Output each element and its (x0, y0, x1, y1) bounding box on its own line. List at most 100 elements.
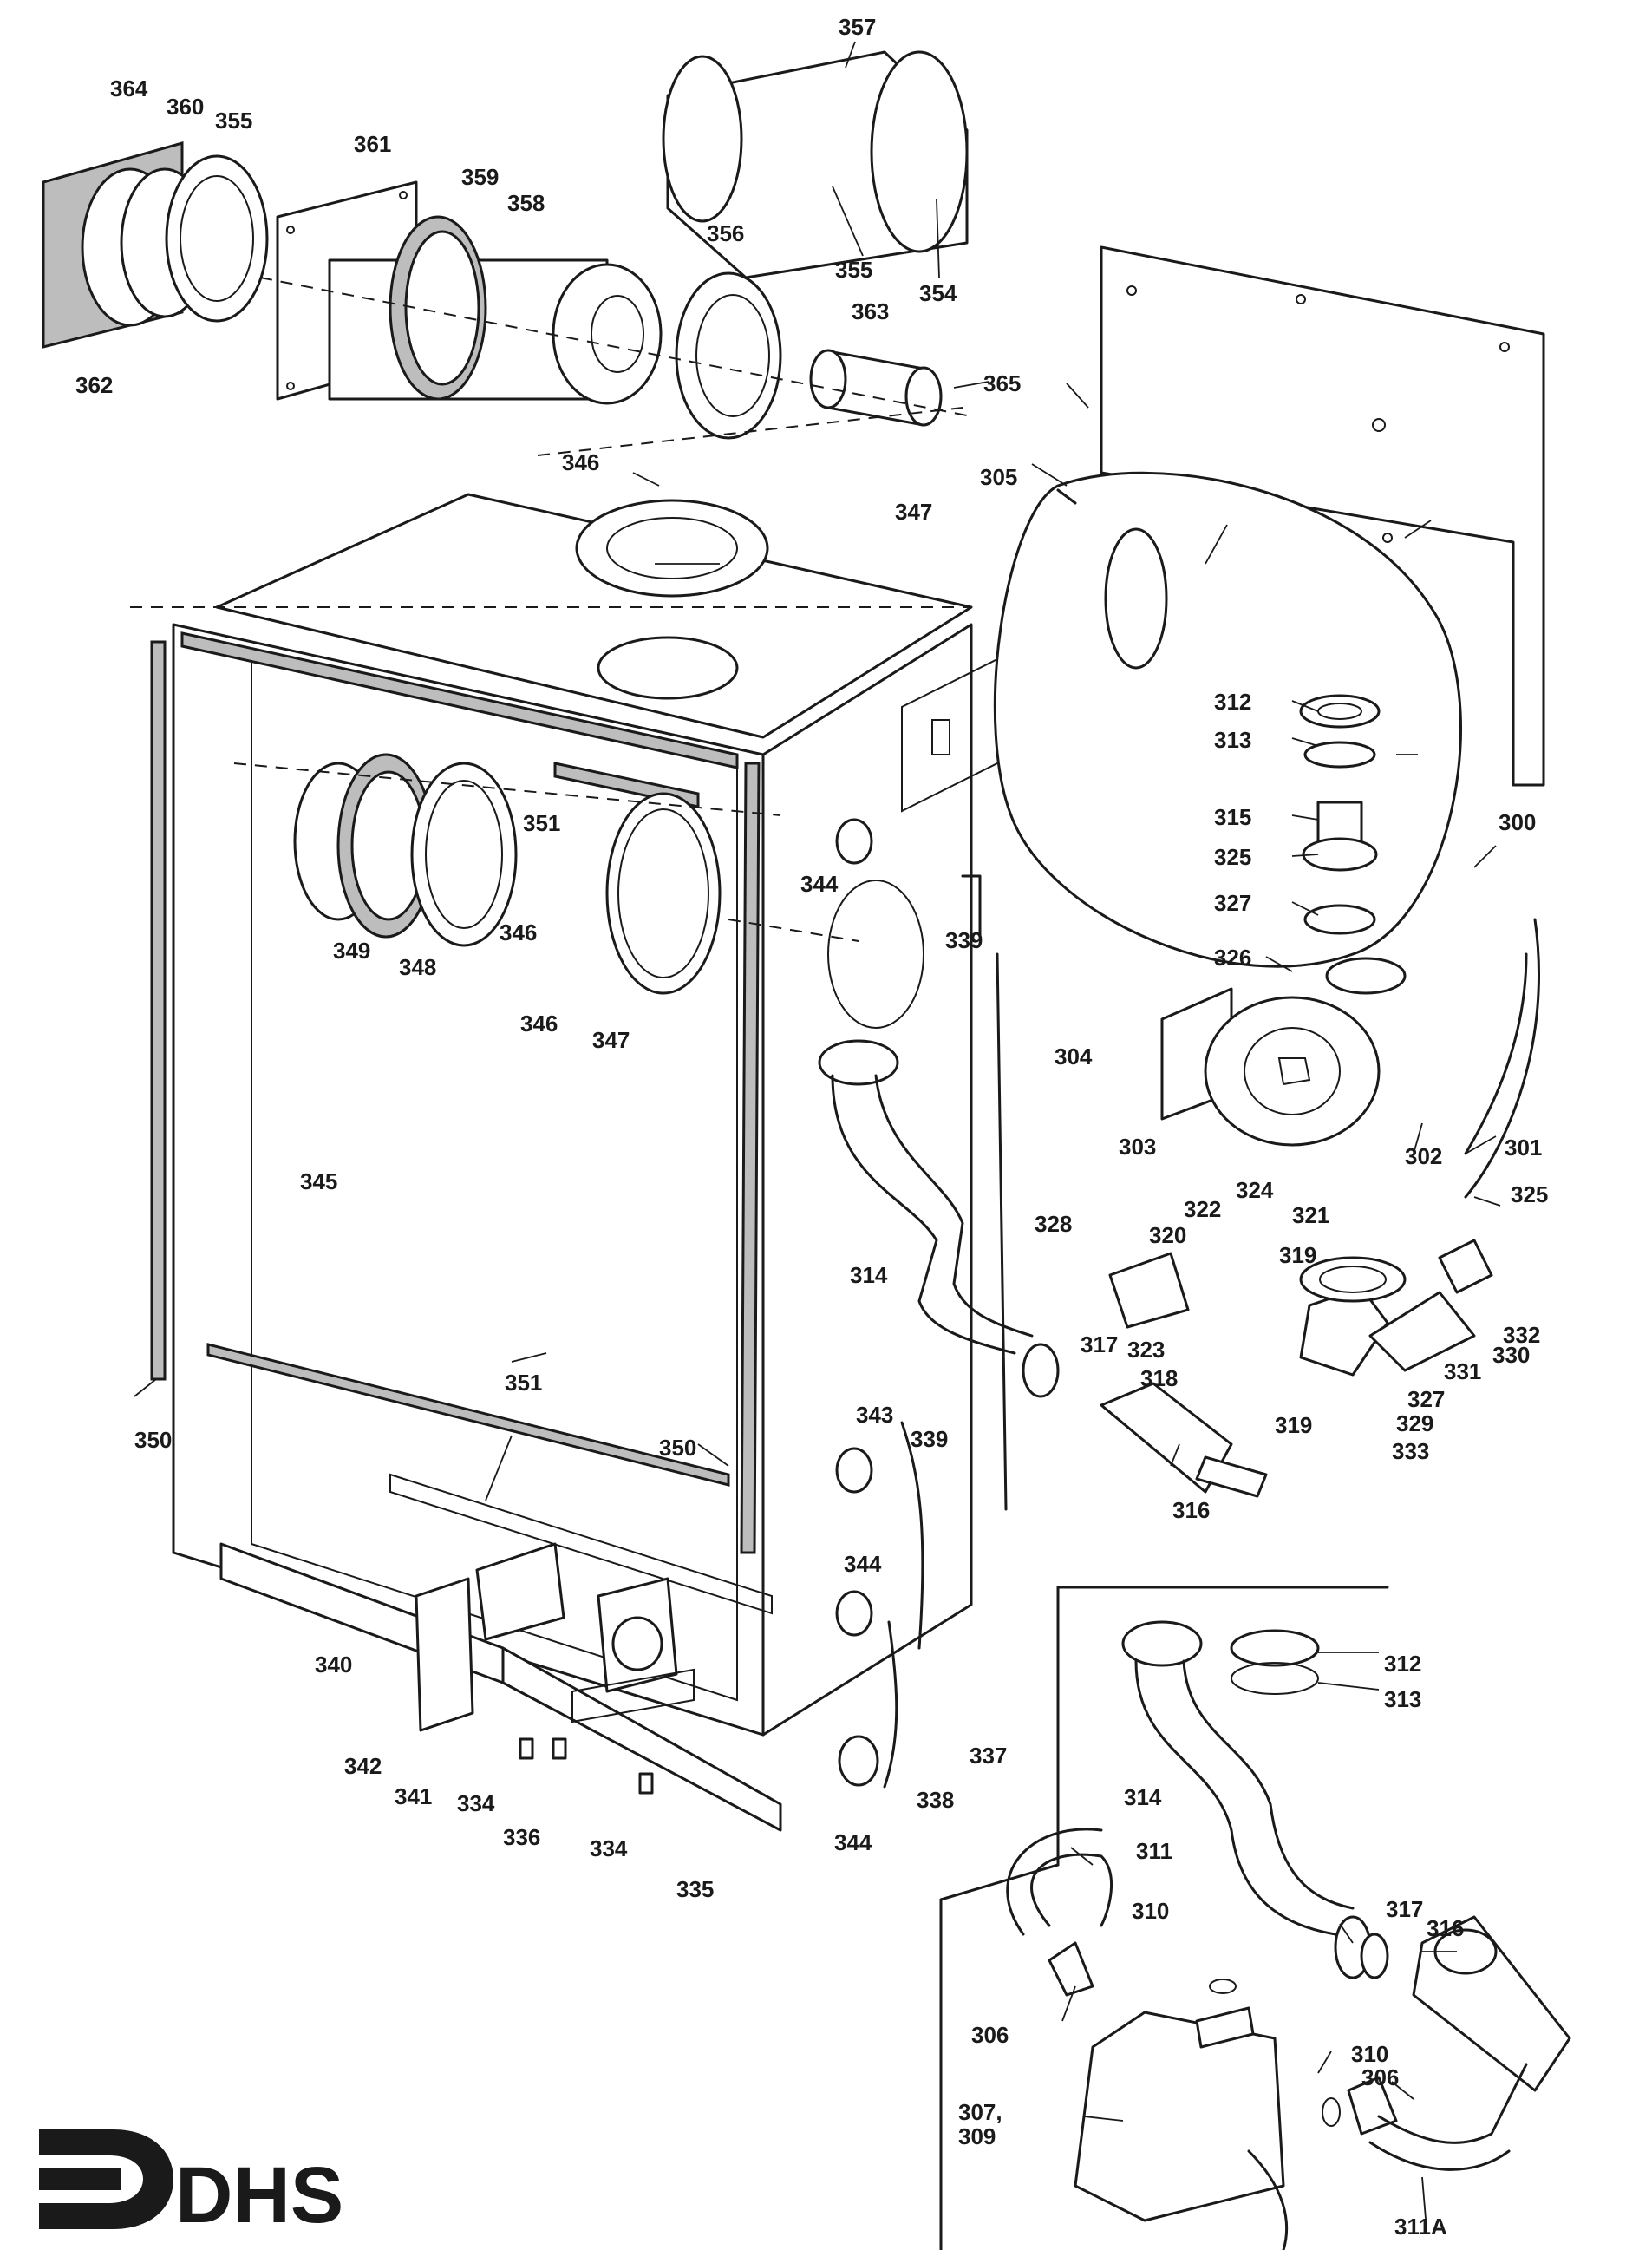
inset-bypass-pipe (1006, 1828, 1113, 1997)
label-355-lower: 355 (835, 257, 872, 283)
label-343: 343 (856, 1402, 893, 1428)
label-302: 302 (1405, 1143, 1442, 1169)
label-350-left: 350 (134, 1427, 172, 1453)
label-364: 364 (110, 75, 148, 101)
inset-pump-body (1074, 1979, 1289, 2250)
label-317-inset: 317 (1386, 1896, 1423, 1922)
label-326: 326 (1214, 945, 1251, 971)
label-344-upper: 344 (800, 871, 839, 897)
label-303: 303 (1119, 1134, 1156, 1160)
label-323: 323 (1127, 1337, 1165, 1363)
label-314-inset: 314 (1124, 1784, 1162, 1810)
dhs-logo-arrow-icon (39, 2129, 173, 2229)
label-318: 318 (1140, 1365, 1178, 1391)
label-319-upper: 319 (1279, 1242, 1316, 1268)
label-327-lower: 327 (1407, 1386, 1445, 1412)
label-344-mid: 344 (844, 1551, 882, 1577)
label-355-upper: 355 (215, 108, 252, 134)
label-338: 338 (917, 1787, 954, 1813)
label-345: 345 (300, 1168, 337, 1194)
flow-pipe (818, 1039, 1060, 1398)
label-365: 365 (983, 370, 1021, 396)
back-panel (1100, 245, 1545, 787)
flue-restrictor (809, 349, 943, 427)
label-346-low: 346 (520, 1011, 558, 1037)
label-333: 333 (1392, 1438, 1429, 1464)
label-334-left: 334 (457, 1790, 495, 1816)
label-361: 361 (354, 131, 391, 157)
label-315: 315 (1214, 804, 1251, 830)
label-304: 304 (1055, 1043, 1093, 1069)
pump-fittings (1299, 694, 1407, 995)
inset-return-pipe (1322, 2063, 1528, 2171)
label-321: 321 (1292, 1202, 1329, 1228)
label-316-main: 316 (1172, 1497, 1210, 1523)
pressure-switch (571, 1577, 695, 1723)
label-313-main: 313 (1214, 727, 1251, 753)
label-351-upper: 351 (523, 810, 560, 836)
dhs-logo: DHS (39, 2129, 343, 2240)
leader-lines (134, 41, 1501, 2230)
label-313-inset: 313 (1384, 1686, 1421, 1712)
label-325-upper: 325 (1214, 844, 1251, 870)
circulating-pump (1160, 987, 1381, 1147)
label-347-top: 347 (895, 499, 932, 525)
label-363: 363 (852, 298, 889, 324)
label-330: 330 (1492, 1342, 1530, 1368)
label-325-lower: 325 (1511, 1181, 1548, 1207)
label-310-upper: 310 (1132, 1898, 1169, 1924)
label-324: 324 (1236, 1177, 1274, 1203)
label-317-main: 317 (1081, 1331, 1118, 1357)
label-306-right: 306 (1361, 2064, 1399, 2090)
label-316-inset: 316 (1427, 1915, 1464, 1941)
label-314-main: 314 (850, 1262, 888, 1288)
label-350-right: 350 (659, 1435, 696, 1461)
label-351-lower: 351 (505, 1370, 542, 1396)
label-342: 342 (344, 1753, 382, 1779)
label-360: 360 (167, 94, 204, 120)
label-337: 337 (970, 1743, 1007, 1769)
casing-sight-rings (293, 753, 924, 1029)
label-348: 348 (399, 954, 436, 980)
label-311: 311 (1136, 1838, 1172, 1864)
inset-valve (1412, 1915, 1571, 2092)
front-frame-seal-bars (150, 631, 761, 1554)
label-306-left: 306 (971, 2022, 1009, 2048)
label-358: 358 (507, 190, 545, 216)
label-335: 335 (676, 1876, 714, 1902)
label-339-upper: 339 (945, 927, 983, 953)
label-346-mid: 346 (500, 919, 537, 945)
label-336: 336 (503, 1824, 540, 1850)
flue-terminal-plate (42, 141, 269, 349)
overheat-stat-bracket (415, 1542, 565, 1732)
label-359: 359 (461, 164, 499, 190)
label-327-upper: 327 (1214, 890, 1251, 916)
label-339-lower: 339 (911, 1426, 948, 1452)
inset-flow-pipe (1121, 1620, 1389, 1979)
label-301: 301 (1505, 1135, 1542, 1161)
label-311A: 311A (1394, 2214, 1447, 2240)
label-312-inset: 312 (1384, 1651, 1421, 1677)
label-347-low: 347 (592, 1027, 630, 1053)
label-332: 332 (1503, 1322, 1540, 1348)
label-341: 341 (395, 1783, 432, 1809)
part-labels: 357 364 360 355 361 359 358 356 355 354 … (75, 14, 1548, 2240)
label-312-main: 312 (1214, 689, 1251, 715)
air-duct-cylinder (662, 50, 969, 279)
lower-screws (519, 1737, 654, 1795)
label-334-right: 334 (590, 1835, 628, 1861)
flue-outer-duct (328, 215, 663, 405)
label-320: 320 (1149, 1222, 1186, 1248)
label-328: 328 (1035, 1211, 1072, 1237)
label-362: 362 (75, 372, 113, 398)
label-346-top: 346 (562, 449, 599, 475)
label-322: 322 (1184, 1196, 1221, 1222)
dhs-logo-text: DHS (175, 2151, 343, 2240)
label-331: 331 (1444, 1358, 1481, 1384)
label-356: 356 (707, 220, 744, 246)
pipe-probe (883, 874, 1008, 1789)
boiler-casing (172, 493, 1015, 1737)
label-319-lower: 319 (1275, 1412, 1312, 1438)
label-329: 329 (1396, 1410, 1433, 1436)
